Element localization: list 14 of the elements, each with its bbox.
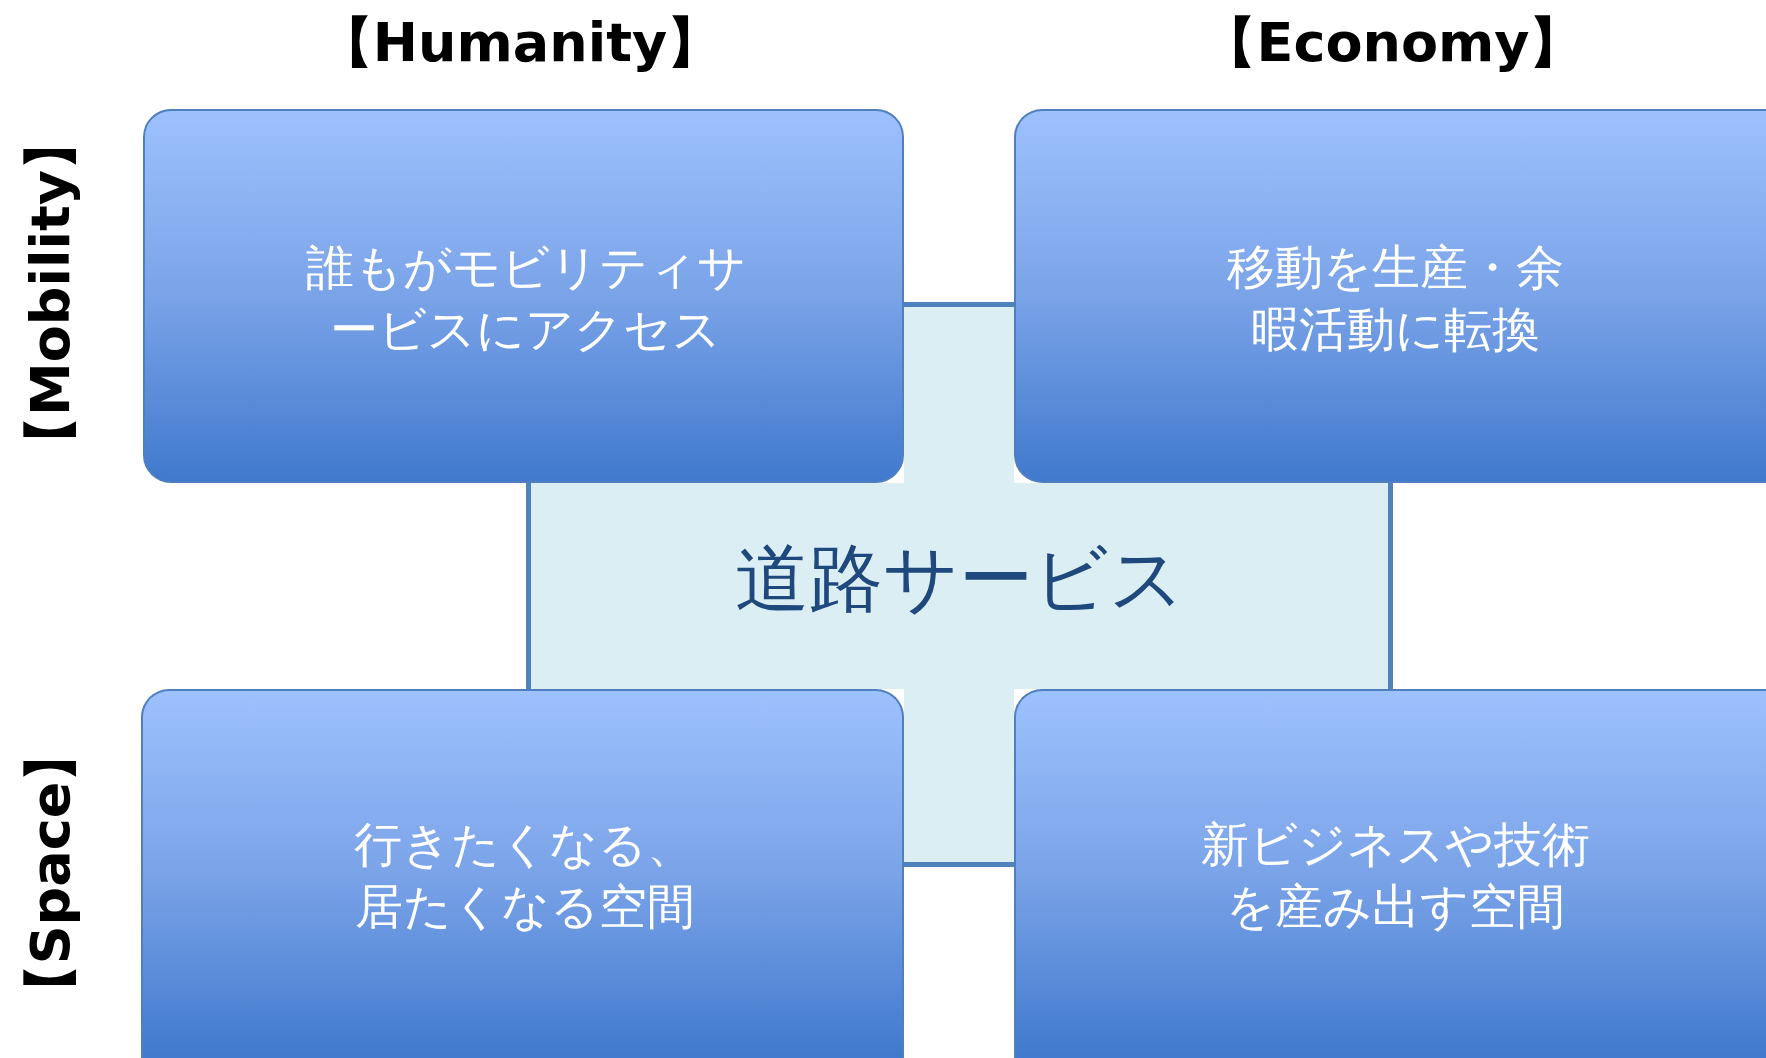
center-text: 道路サービス xyxy=(734,534,1185,623)
column-heading: 【Economy】 xyxy=(1202,9,1584,76)
rounded-box xyxy=(143,109,904,483)
column-heading: 【Humanity】 xyxy=(318,9,722,76)
box-text: 行きたくなる、居たくなる空間 xyxy=(353,814,696,936)
box-text: 誰もがモビリティサービスにアクセス xyxy=(304,237,747,359)
center-box xyxy=(526,483,1393,689)
rounded-box xyxy=(1014,689,1766,1058)
rounded-box xyxy=(141,689,904,1058)
box-text: 移動を生産・余暇活動に転換 xyxy=(1225,237,1565,359)
row-heading: 【Space】 xyxy=(17,727,83,1019)
row-heading: 【Mobility】 xyxy=(17,116,83,470)
rounded-box xyxy=(1014,109,1766,483)
box-text: 新ビジネスや技術を産み出す空間 xyxy=(1199,814,1591,936)
